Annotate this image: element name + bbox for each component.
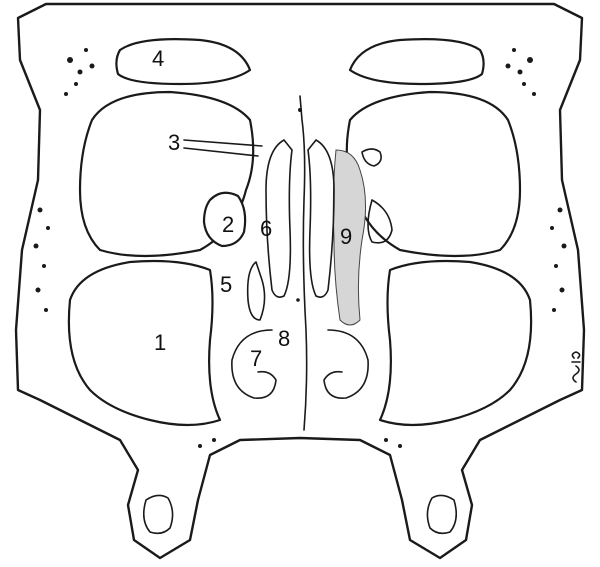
label-4: 4 <box>152 46 164 71</box>
label-9: 9 <box>340 224 352 249</box>
label-3: 3 <box>168 130 180 155</box>
label-2: 2 <box>222 212 234 237</box>
label-7: 7 <box>250 346 262 371</box>
label-6: 6 <box>260 216 272 241</box>
label-8: 8 <box>278 326 290 351</box>
label-1: 1 <box>154 330 166 355</box>
label-5: 5 <box>220 272 232 297</box>
